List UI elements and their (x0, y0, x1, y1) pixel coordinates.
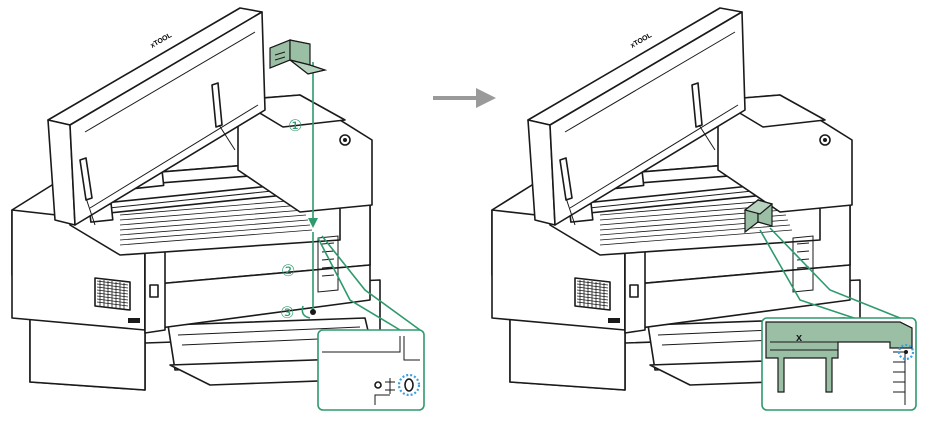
screw-hole (404, 378, 414, 392)
install-guide-lines (308, 62, 421, 331)
screw (310, 309, 316, 315)
open-lid: xTOOL (47, 7, 266, 226)
vent-grille (94, 277, 131, 311)
rotate-arrow-icon (301, 305, 311, 319)
zoom-inset-after: x (761, 317, 917, 411)
screw-highlight-circle (397, 373, 421, 397)
machine-after: xTOOL x (491, 7, 917, 411)
power-switch (149, 284, 159, 298)
part-mark-x: x (796, 332, 803, 344)
zoom-inset-before (317, 329, 425, 411)
brand-logo: xTOOL (150, 32, 174, 50)
brand-logo-after: xTOOL (630, 32, 654, 50)
air-assist-bracket-part (269, 39, 328, 75)
installed-bracket-part (743, 198, 774, 234)
down-arrow-icon (308, 218, 318, 228)
step-3-label: ③ (280, 303, 294, 322)
honeycomb-bed (119, 199, 313, 246)
screw-highlight-circle-after (897, 343, 915, 361)
step-2-label: ② (281, 261, 295, 280)
machine-before: xTOOL ① ② ③ (11, 7, 425, 411)
transition-arrow (433, 88, 496, 108)
screw-installed (904, 350, 908, 354)
step-1-label: ① (288, 116, 302, 135)
